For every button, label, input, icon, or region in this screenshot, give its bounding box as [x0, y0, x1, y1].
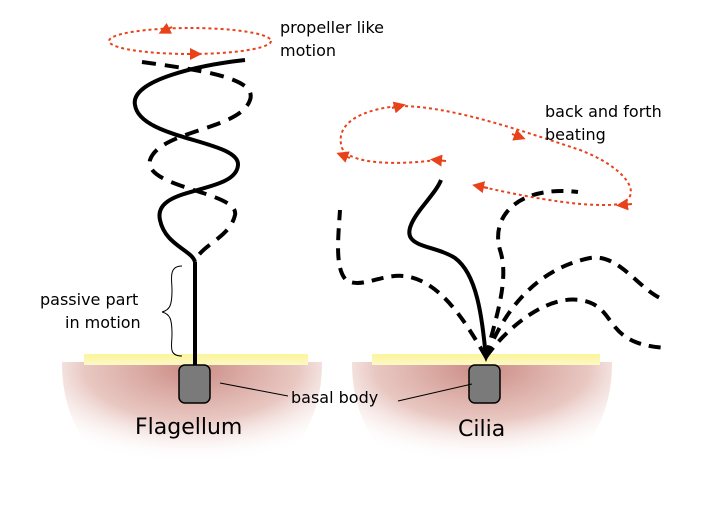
cilia-current-position [407, 179, 488, 358]
cilia-cell-body [352, 362, 612, 488]
beating-arrowhead-inner [430, 154, 447, 167]
cilia-position-right-up [484, 189, 579, 358]
propeller-arrowhead-top [158, 22, 173, 34]
cilia-basal-body [468, 364, 501, 404]
basal-body-leader-left [219, 382, 289, 397]
beating-arrowhead-left [391, 101, 406, 114]
beating-motion-arc [339, 104, 632, 207]
flagellum-basal-body [178, 364, 211, 404]
beating-label-line1: back and forth [545, 102, 662, 121]
propeller-motion-arrow [108, 27, 272, 55]
beating-arrowhead-lower-inner [472, 181, 489, 194]
cilia-position-far-left [336, 209, 488, 359]
flagellum-helix-back-strand [141, 60, 253, 263]
flagellum-label: Flagellum [135, 415, 242, 440]
flagellum-helix-front-strand [132, 58, 246, 263]
cilia-position-right-low [484, 297, 669, 359]
propeller-label-line1: propeller like [280, 18, 384, 37]
cilia-base-tip [480, 348, 492, 362]
beating-label-line2: beating [545, 125, 606, 144]
basal-body-label: basal body [291, 388, 378, 407]
passive-part-label-line2: in motion [65, 313, 141, 332]
flagellum-cell-body [62, 362, 322, 488]
beating-arrowhead-bottom-left [336, 151, 351, 163]
cilia-label: Cilia [458, 417, 505, 442]
propeller-label-line2: motion [280, 41, 336, 60]
cilia-position-right-mid [484, 255, 666, 358]
beating-arrowhead-bottom-right [616, 198, 633, 211]
passive-part-label-line1: passive part [40, 290, 138, 309]
beating-arrowhead-right-top [511, 129, 526, 141]
basal-body-leader-right [397, 383, 473, 402]
passive-part-brace [161, 265, 183, 357]
